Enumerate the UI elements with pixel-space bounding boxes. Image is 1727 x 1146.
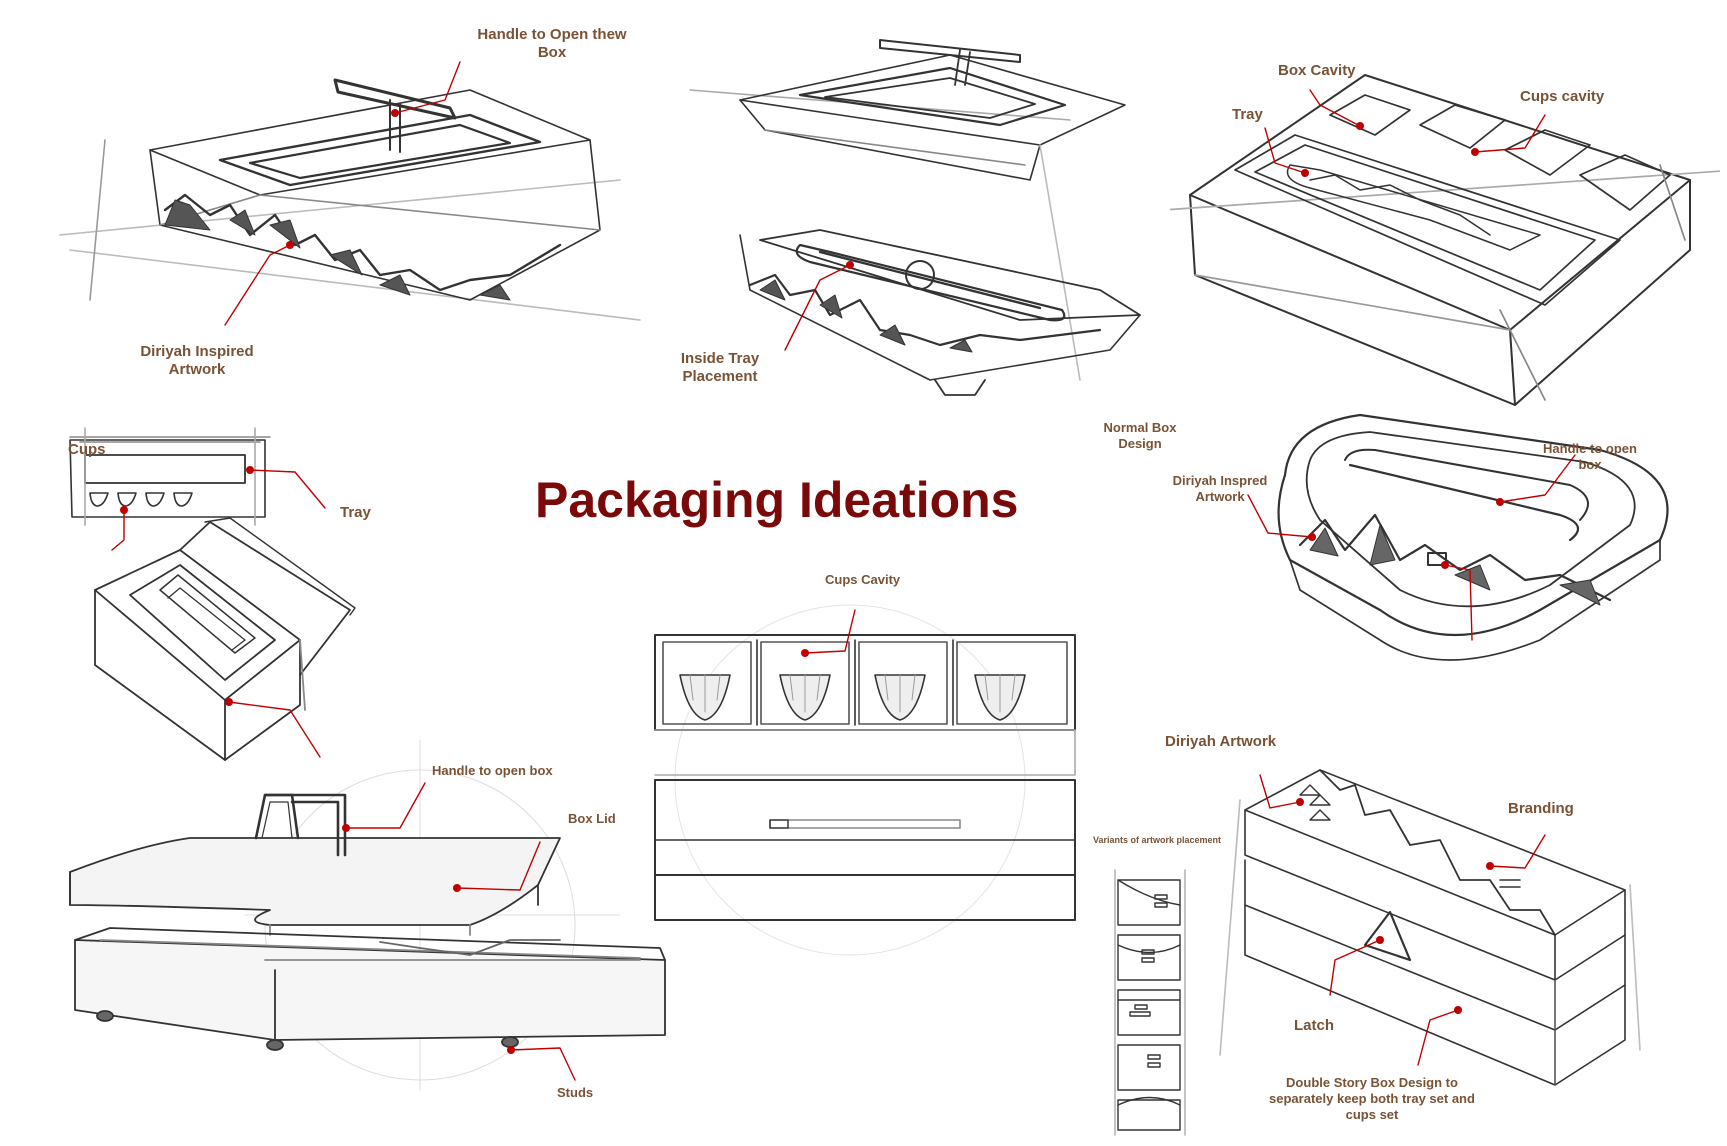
sketch-artwork-variants — [1115, 870, 1185, 1135]
label-latch: Latch — [1294, 1017, 1335, 1034]
callout-dots — [120, 109, 1504, 1054]
label-cups-cavity-center: Cups Cavity — [825, 572, 901, 587]
label-diriyah-inspred-artwork: Diriyah Inspred Artwork — [1172, 473, 1268, 504]
sketch-box-with-studs — [70, 740, 665, 1090]
sketch-double-story-box — [1220, 770, 1640, 1085]
label-tray-left: Tray — [340, 504, 371, 521]
label-handle-open-box-top: Handle to Open thew Box — [477, 26, 627, 61]
label-cups-cavity-top: Cups cavity — [1520, 88, 1605, 105]
label-studs: Studs — [557, 1085, 594, 1100]
sketch-open-box — [95, 518, 355, 760]
sketch-tray-elevation — [70, 428, 270, 525]
sketch-box-with-handle — [60, 80, 640, 320]
label-tray-top-right: Tray — [1232, 106, 1263, 123]
label-box-lid: Box Lid — [568, 811, 616, 826]
sketch-cavity-top-view — [1171, 75, 1720, 405]
label-inside-tray-placement: Inside Tray Placement — [680, 350, 760, 385]
label-diriyah-inspired-artwork: Diriyah Inspired Artwork — [140, 343, 254, 378]
sketch-cups-elevation — [655, 605, 1075, 955]
label-variants-of-artwork-placement: Variants of artwork placement — [1093, 835, 1222, 845]
label-handle-to-open-box-right: Handle to open box — [1543, 441, 1637, 472]
label-box-cavity: Box Cavity — [1278, 62, 1356, 79]
label-diriyah-artwork: Diriyah Artwork — [1165, 733, 1277, 750]
label-branding: Branding — [1508, 800, 1574, 817]
sketch-lid-and-tray — [690, 40, 1140, 395]
label-handle-to-open-box-bottom: Handle to open box — [432, 763, 553, 778]
sketch-normal-box — [1279, 415, 1668, 660]
page-title: Packaging Ideations — [535, 472, 1019, 528]
label-double-story-box-design: Double Story Box Design to separately ke… — [1269, 1075, 1475, 1122]
label-normal-box-design: Normal Box Design — [1103, 420, 1177, 451]
callout-lines — [112, 62, 1575, 1080]
label-cups: Cups — [68, 441, 106, 458]
